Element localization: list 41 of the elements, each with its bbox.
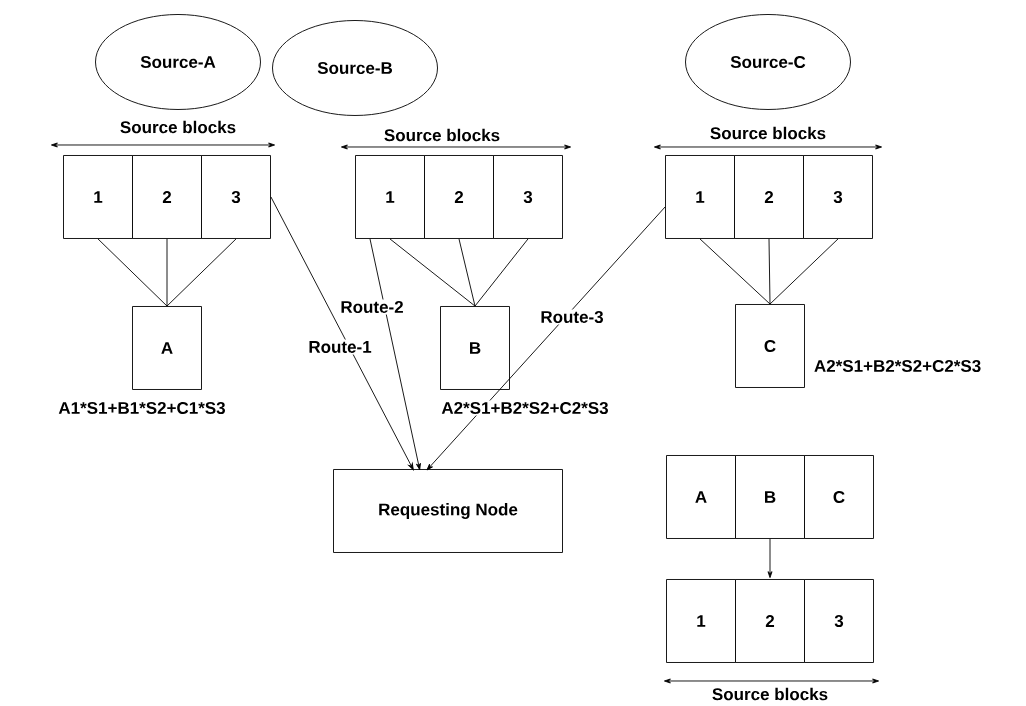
connector-line: [97, 238, 168, 307]
edge-label: Route-2: [338, 299, 406, 315]
block-box: A: [132, 306, 202, 390]
text-label: Source blocks: [382, 127, 502, 143]
block-box: B: [440, 306, 510, 390]
connector-line: [699, 238, 771, 305]
text-label: Source blocks: [710, 686, 830, 702]
block-box: A: [666, 455, 736, 539]
arrow: [767, 538, 773, 579]
block-box: 2: [734, 155, 804, 239]
block-box: C: [804, 455, 874, 539]
text-label: A2*S1+B2*S2+C2*S3: [439, 400, 611, 416]
connector-line: [166, 238, 237, 307]
edge-label: Route-3: [538, 309, 606, 325]
block-box: 1: [63, 155, 133, 239]
block-box: 2: [424, 155, 494, 239]
block-box: 2: [735, 579, 805, 663]
connector-line: [769, 238, 839, 305]
connector-line: [768, 238, 771, 305]
block-box: 3: [804, 579, 874, 663]
connector-line: [458, 238, 476, 307]
block-box: 1: [355, 155, 425, 239]
arrow: [369, 238, 421, 471]
block-box: 3: [493, 155, 563, 239]
arrow: [426, 206, 666, 471]
block-box: 3: [803, 155, 873, 239]
connector-line: [389, 238, 476, 307]
block-box: 2: [132, 155, 202, 239]
process-box: Requesting Node: [333, 469, 563, 553]
text-label: Source blocks: [708, 125, 828, 141]
text-label: Source blocks: [118, 119, 238, 135]
block-box: 3: [201, 155, 271, 239]
block-box: 1: [665, 155, 735, 239]
arrow: [270, 196, 414, 471]
connector-line: [474, 238, 529, 307]
block-box: B: [735, 455, 805, 539]
connector-line: [166, 238, 168, 307]
text-label: A1*S1+B1*S2+C1*S3: [56, 400, 228, 416]
block-box: C: [735, 304, 805, 388]
block-box: 1: [666, 579, 736, 663]
edge-label: Route-1: [306, 339, 374, 355]
